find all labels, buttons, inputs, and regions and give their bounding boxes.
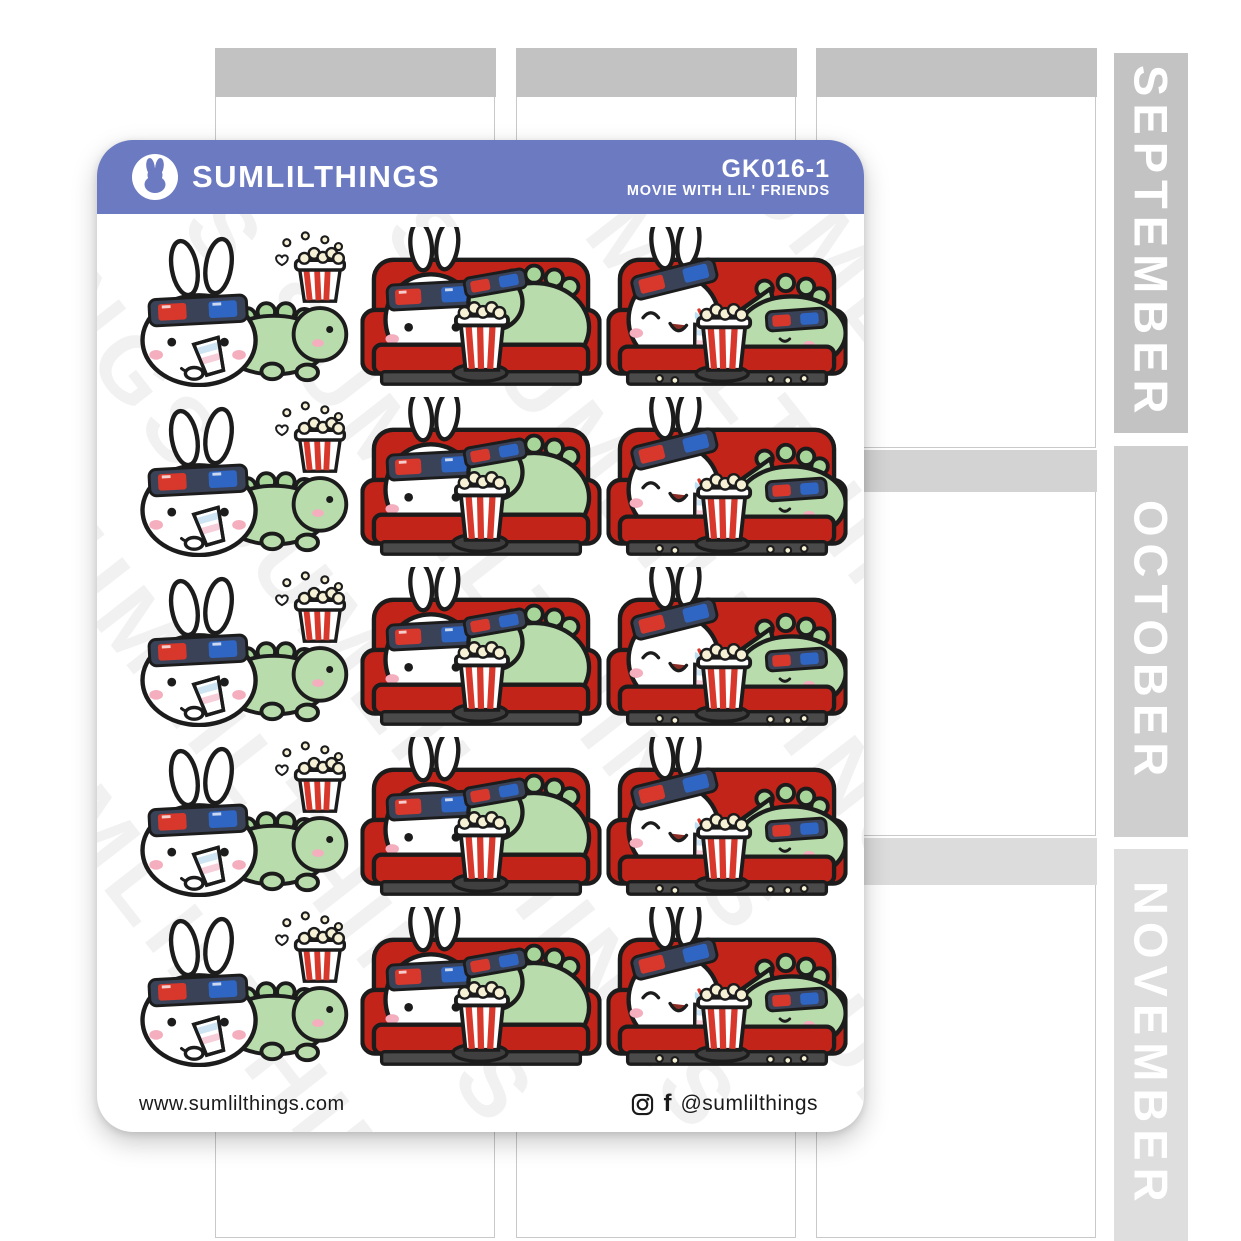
social-handle: @sumlilthings <box>680 1092 818 1115</box>
sticker-bunny-sip-dino-popcorn <box>127 231 353 387</box>
sticker-giggling-bunny-lounging-dino <box>604 907 850 1071</box>
sticker-sharing-popcorn-couch <box>358 737 604 901</box>
product-sku: GK016-1 <box>721 154 830 183</box>
month-tab-label: NOVEMBER <box>1124 881 1178 1209</box>
facebook-icon: f <box>663 1090 672 1117</box>
sticker-giggling-bunny-lounging-dino <box>604 567 850 731</box>
month-tab-november: NOVEMBER <box>1114 849 1188 1241</box>
social-row: f @sumlilthings <box>631 1092 818 1116</box>
planner-card-header <box>815 47 1097 97</box>
sticker-sharing-popcorn-couch <box>358 227 604 391</box>
planner-card-header <box>214 47 496 97</box>
month-tab-label: SEPTEMBER <box>1124 65 1178 421</box>
sticker-sheet: SUMLILTHINGS SUMLILTHINGS SUMLILTHINGS S… <box>97 140 864 1132</box>
sticker-sharing-popcorn-couch <box>358 397 604 561</box>
sticker-bunny-sip-dino-popcorn <box>127 911 353 1067</box>
brand-bunny-logo-icon <box>132 154 178 200</box>
brand-name: SUMLILTHINGS <box>192 159 441 194</box>
sticker-giggling-bunny-lounging-dino <box>604 227 850 391</box>
sticker-bunny-sip-dino-popcorn <box>127 741 353 897</box>
sticker-giggling-bunny-lounging-dino <box>604 737 850 901</box>
sticker-sharing-popcorn-couch <box>358 567 604 731</box>
month-tab-september: SEPTEMBER <box>1114 53 1188 433</box>
sticker-giggling-bunny-lounging-dino <box>604 397 850 561</box>
sheet-title-block: GK016-1 MOVIE WITH LIL' FRIENDS <box>627 155 830 199</box>
sticker-bunny-sip-dino-popcorn <box>127 401 353 557</box>
planner-card-header <box>515 47 797 97</box>
product-title: MOVIE WITH LIL' FRIENDS <box>626 182 830 199</box>
instagram-icon <box>632 1093 654 1115</box>
sticker-sharing-popcorn-couch <box>358 907 604 1071</box>
sheet-footer: www.sumlilthings.com f @sumlilthings <box>139 1092 818 1116</box>
month-tab-label: OCTOBER <box>1124 499 1178 784</box>
sticker-grid <box>121 224 850 1074</box>
sticker-bunny-sip-dino-popcorn <box>127 571 353 727</box>
month-tab-october: OCTOBER <box>1114 446 1188 837</box>
sheet-header: SUMLILTHINGS GK016-1 MOVIE WITH LIL' FRI… <box>97 140 864 214</box>
website-url: www.sumlilthings.com <box>139 1092 345 1115</box>
